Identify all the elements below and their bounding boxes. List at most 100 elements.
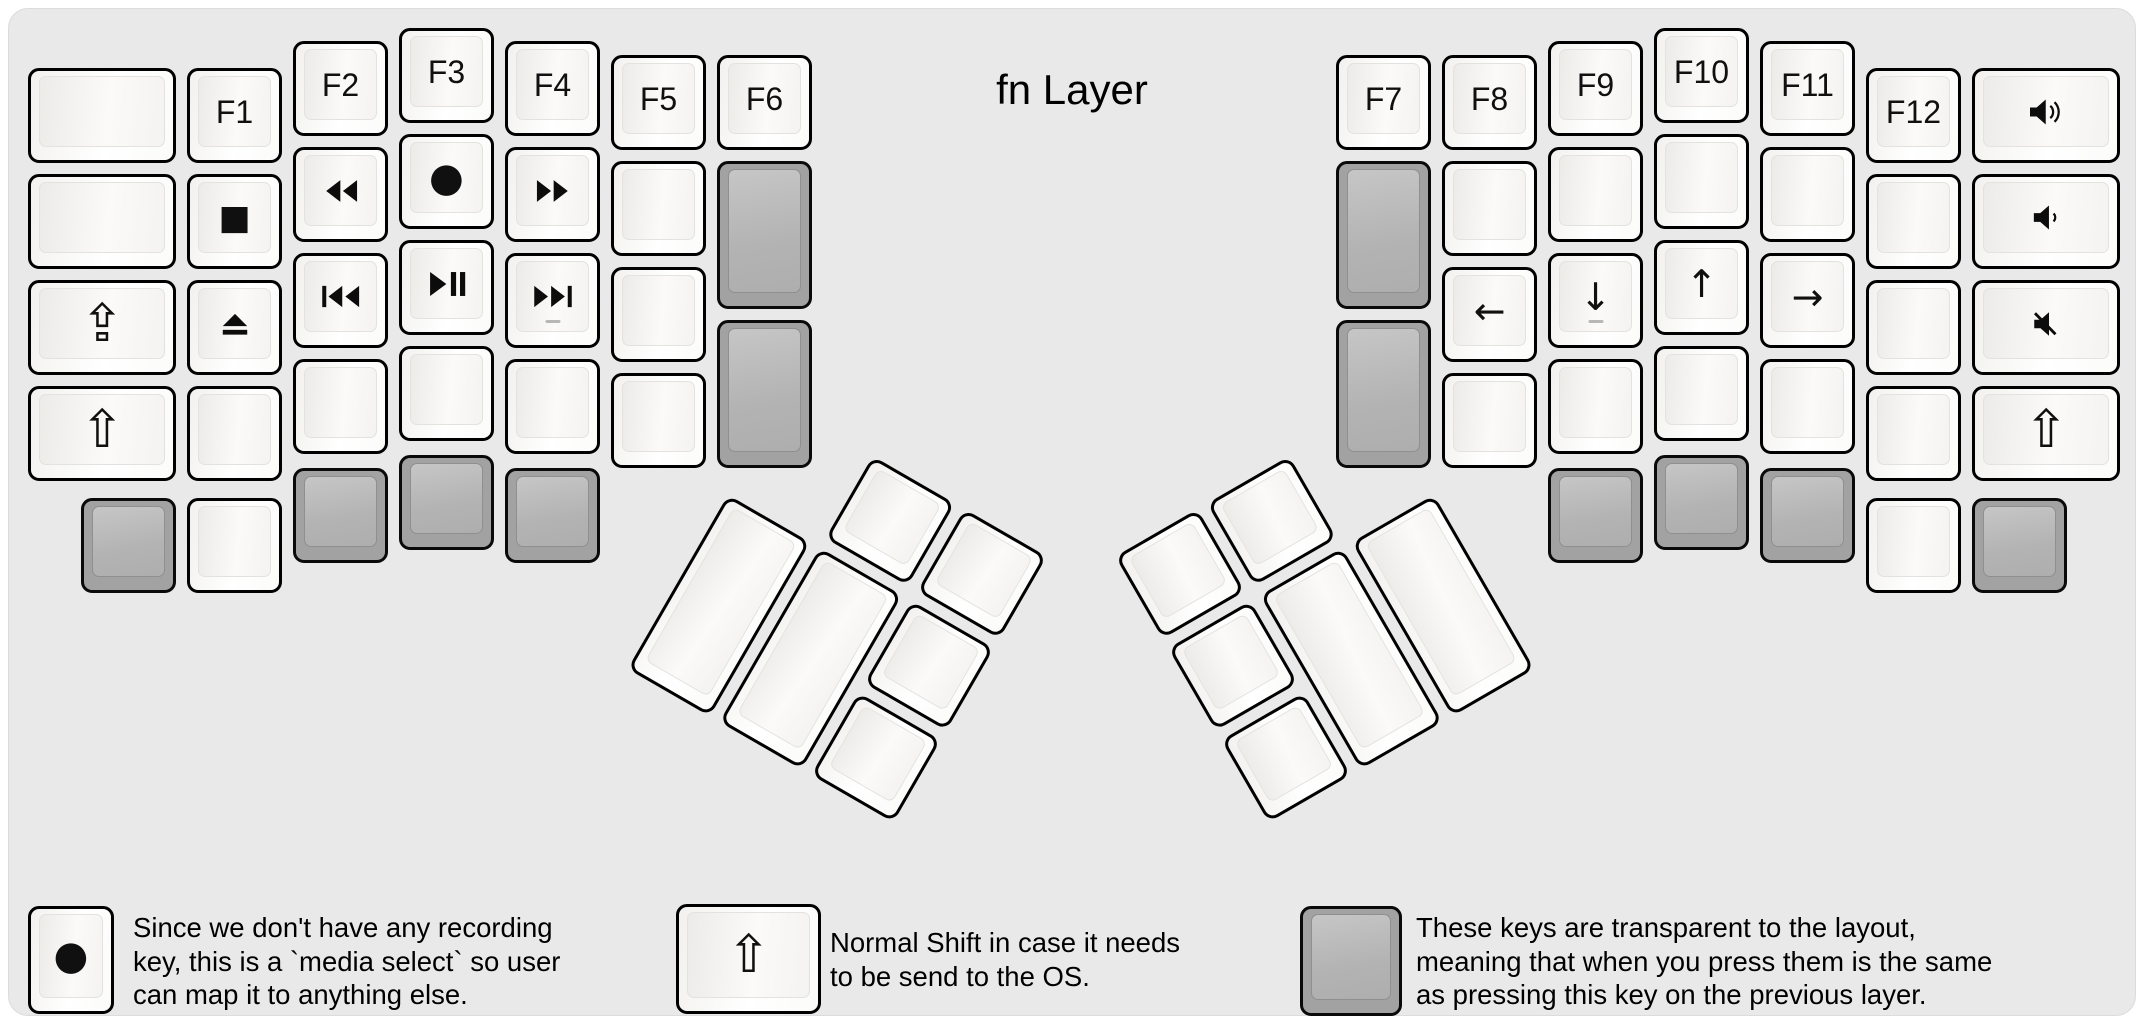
key-fast-forward[interactable] xyxy=(505,147,600,242)
key-record[interactable]: ● xyxy=(399,134,494,229)
key-blank[interactable] xyxy=(611,161,706,256)
key-arrow-down[interactable]: ↓ xyxy=(1548,253,1643,348)
key-transparent[interactable] xyxy=(81,498,176,593)
key-blank[interactable] xyxy=(293,359,388,454)
key-mute[interactable] xyxy=(1972,280,2120,375)
key-play-pause[interactable] xyxy=(399,240,494,335)
keycap-top xyxy=(304,155,377,226)
key-blank[interactable] xyxy=(1548,359,1643,454)
key-f12[interactable]: F12 xyxy=(1866,68,1961,163)
key-transparent[interactable] xyxy=(293,468,388,563)
keycap-top xyxy=(1559,367,1632,438)
eject-icon xyxy=(218,311,252,337)
key-blank[interactable] xyxy=(1442,373,1537,468)
key-arrow-up[interactable]: ↑ xyxy=(1654,240,1749,335)
key-blank[interactable] xyxy=(1866,386,1961,481)
keycap-top xyxy=(304,476,377,547)
key-transparent[interactable] xyxy=(505,468,600,563)
playpause-icon xyxy=(428,271,466,297)
key-blank[interactable] xyxy=(187,498,282,593)
keycap-top: F6 xyxy=(728,63,801,134)
key-next-track[interactable] xyxy=(505,253,600,348)
keycap-top xyxy=(516,261,589,332)
key-shift-right[interactable]: ⇧ xyxy=(1972,386,2120,481)
keycap-top: F1 xyxy=(198,76,271,147)
legend-key-normal-shift: ⇧ xyxy=(676,904,821,1014)
key-transparent[interactable] xyxy=(1336,320,1431,468)
keycap-top xyxy=(728,328,801,452)
key-rewind[interactable] xyxy=(293,147,388,242)
key-capslock[interactable]: ⇪ xyxy=(28,280,176,375)
key-stop[interactable]: ■ xyxy=(187,174,282,269)
prev-icon xyxy=(320,284,362,309)
key-f3[interactable]: F3 xyxy=(399,28,494,123)
keycap-top: F5 xyxy=(622,63,695,134)
shift-icon: ⇧ xyxy=(726,925,771,985)
keycap-top xyxy=(1453,169,1526,240)
keycap-top xyxy=(622,275,695,346)
key-f11[interactable]: F11 xyxy=(1760,41,1855,136)
key-blank[interactable] xyxy=(1760,147,1855,242)
key-blank[interactable] xyxy=(1654,134,1749,229)
key-f6[interactable]: F6 xyxy=(717,55,812,150)
key-eject[interactable] xyxy=(187,280,282,375)
keycap-top xyxy=(881,613,981,712)
mute-icon xyxy=(2031,309,2061,339)
key-blank[interactable] xyxy=(1866,174,1961,269)
keycap-top xyxy=(1347,169,1420,293)
key-f2[interactable]: F2 xyxy=(293,41,388,136)
keycap-top: F2 xyxy=(304,49,377,120)
key-f5[interactable]: F5 xyxy=(611,55,706,150)
key-blank[interactable] xyxy=(1548,147,1643,242)
key-blank[interactable] xyxy=(505,359,600,454)
key-blank[interactable] xyxy=(28,68,176,163)
key-label: F9 xyxy=(1576,66,1615,103)
keycap-top: F4 xyxy=(516,49,589,120)
key-f9[interactable]: F9 xyxy=(1548,41,1643,136)
keycap-top xyxy=(1877,182,1950,253)
key-volume-down[interactable] xyxy=(1972,174,2120,269)
key-arrow-right[interactable]: → xyxy=(1760,253,1855,348)
key-blank[interactable] xyxy=(1654,346,1749,441)
key-blank[interactable] xyxy=(1760,359,1855,454)
legend-text-normal-shift: Normal Shift in case it needs to be send… xyxy=(830,927,1181,992)
legend-key-media-select: ● xyxy=(28,906,114,1014)
key-blank[interactable] xyxy=(399,346,494,441)
key-transparent[interactable] xyxy=(717,320,812,468)
keycap-top xyxy=(622,169,695,240)
key-volume-up[interactable] xyxy=(1972,68,2120,163)
key-blank[interactable] xyxy=(1866,280,1961,375)
key-f10[interactable]: F10 xyxy=(1654,28,1749,123)
key-f1[interactable]: F1 xyxy=(187,68,282,163)
key-transparent[interactable] xyxy=(1972,498,2067,593)
keycap-top xyxy=(1665,142,1738,213)
key-transparent[interactable] xyxy=(399,455,494,550)
homing-bar xyxy=(1588,319,1603,323)
key-f8[interactable]: F8 xyxy=(1442,55,1537,150)
key-transparent[interactable] xyxy=(1654,455,1749,550)
keycap-top xyxy=(1665,354,1738,425)
key-blank[interactable] xyxy=(611,373,706,468)
key-shift-left[interactable]: ⇧ xyxy=(28,386,176,481)
key-blank[interactable] xyxy=(1866,498,1961,593)
key-label: F12 xyxy=(1885,93,1942,130)
key-transparent[interactable] xyxy=(1760,468,1855,563)
keycap-top xyxy=(198,506,271,577)
key-label: F7 xyxy=(1364,80,1403,117)
key-transparent[interactable] xyxy=(717,161,812,309)
legend-key-transparent xyxy=(1300,906,1402,1016)
key-arrow-left[interactable]: ← xyxy=(1442,267,1537,362)
layer-title: fn Layer xyxy=(996,66,1148,113)
key-prev-track[interactable] xyxy=(293,253,388,348)
key-blank[interactable] xyxy=(28,174,176,269)
key-f7[interactable]: F7 xyxy=(1336,55,1431,150)
key-blank[interactable] xyxy=(1442,161,1537,256)
keycap-top: ← xyxy=(1453,275,1526,346)
key-label: ■ xyxy=(218,197,251,238)
key-blank[interactable] xyxy=(611,267,706,362)
key-f4[interactable]: F4 xyxy=(505,41,600,136)
key-blank[interactable] xyxy=(187,386,282,481)
keycap-top xyxy=(1311,914,1391,1000)
key-transparent[interactable] xyxy=(1548,468,1643,563)
key-transparent[interactable] xyxy=(1336,161,1431,309)
